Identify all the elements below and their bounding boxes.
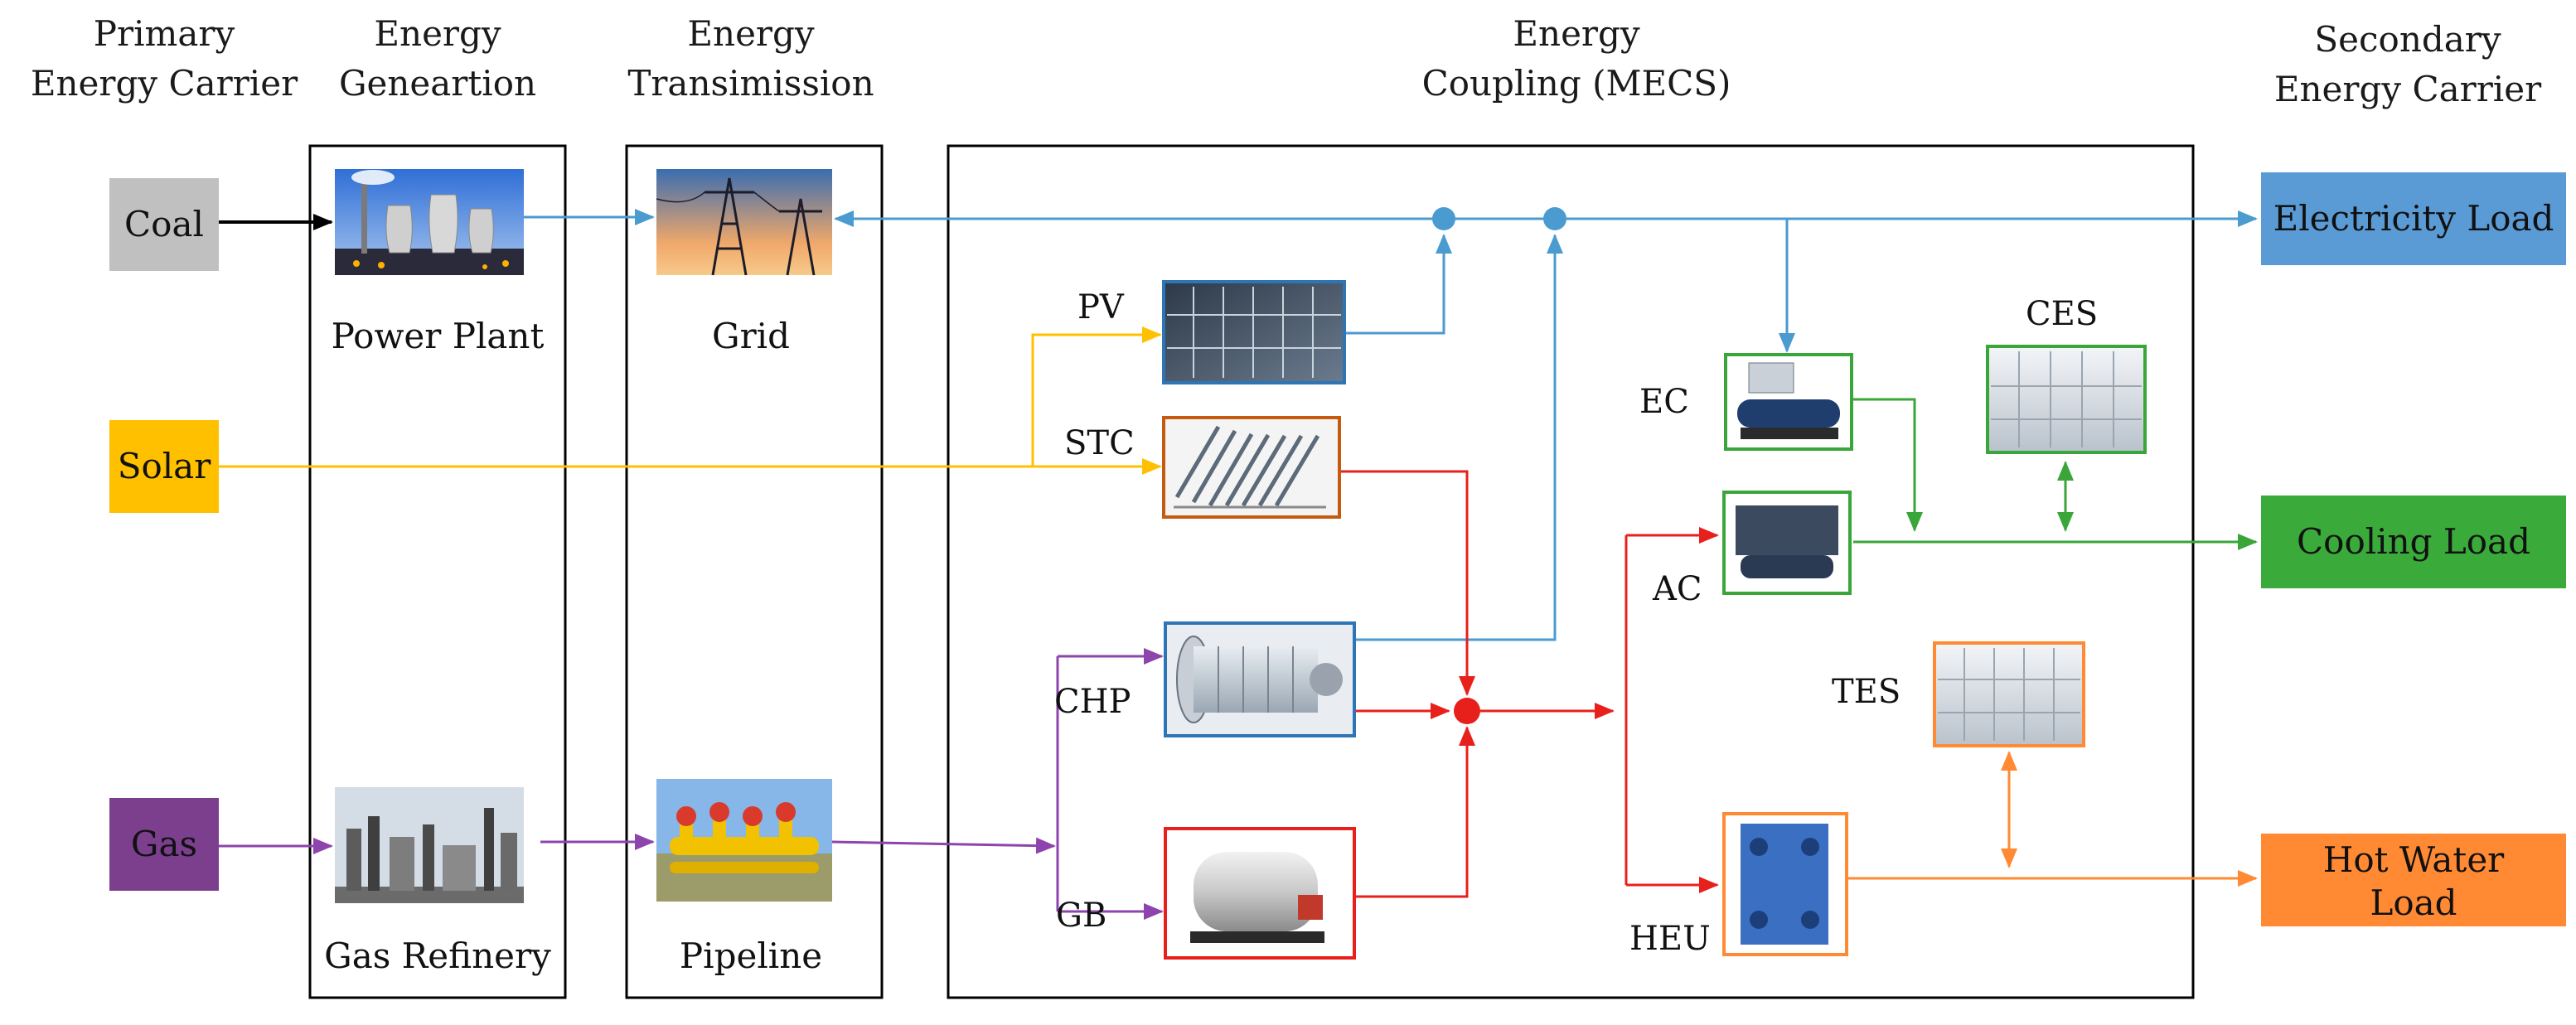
header-energy-transmission: Energy Transimission — [627, 13, 874, 104]
electricity-load-box — [2261, 172, 2566, 265]
header-transmission-line2: Transimission — [627, 63, 874, 104]
header-primary-energy-carrier: Primary Energy Carrier — [31, 13, 298, 104]
header-energy-generation: Energy Geneartion — [339, 13, 536, 104]
hot-water-load-label-line1: Hot Water — [2323, 839, 2505, 880]
stc-device — [1162, 416, 1341, 519]
electricity-node-1 — [1432, 207, 1455, 230]
solar-to-pv-arrow — [1031, 326, 1162, 467]
source-gas: Gas — [109, 798, 219, 891]
header-coupling-line1: Energy — [1513, 13, 1640, 54]
ces-label: CES — [2026, 295, 2098, 333]
pv-label: PV — [1077, 288, 1125, 326]
pv-to-bus-arrow — [1344, 234, 1452, 335]
gb-to-heat-node-arrow — [1356, 726, 1475, 898]
pipeline-label: Pipeline — [680, 936, 822, 976]
source-solar: Solar — [109, 420, 219, 513]
cooling-load-label: Cooling Load — [2297, 521, 2530, 562]
header-generation-line2: Geneartion — [339, 63, 536, 104]
ec-to-cooling-arrow — [1853, 398, 1923, 532]
header-coupling-line2: Coupling (MECS) — [1422, 63, 1731, 104]
pipeline-image — [656, 779, 832, 902]
header-energy-coupling: Energy Coupling (MECS) — [1422, 13, 1731, 104]
header-generation-line1: Energy — [374, 13, 501, 54]
header-secondary-line1: Secondary — [2314, 19, 2501, 60]
ac-device — [1722, 491, 1852, 595]
chp-device — [1164, 621, 1356, 737]
coupling-frame — [947, 144, 2195, 999]
coal-box — [109, 178, 219, 271]
header-secondary-line2: Energy Carrier — [2274, 69, 2542, 109]
coal-label: Coal — [124, 204, 204, 244]
grid-image — [656, 169, 832, 276]
cooling-load-box — [2261, 496, 2566, 588]
pv-device — [1162, 280, 1346, 384]
ec-label: EC — [1639, 383, 1689, 421]
chp-label: CHP — [1054, 683, 1131, 721]
header-transmission-line1: Energy — [687, 13, 815, 54]
gb-label: GB — [1056, 897, 1106, 935]
stc-to-heat-node-arrow — [1339, 470, 1475, 696]
generation-frame — [308, 144, 567, 999]
tes-device — [1933, 641, 2085, 747]
load-hot-water: Hot Water Load — [2261, 834, 2566, 926]
hot-water-load-label-line2: Load — [2370, 882, 2457, 923]
header-primary-line1: Primary — [94, 13, 235, 54]
ec-device — [1724, 353, 1853, 451]
grid-label: Grid — [712, 316, 790, 356]
ac-label: AC — [1652, 570, 1702, 608]
header-secondary-energy-carrier: Secondary Energy Carrier — [2274, 19, 2542, 109]
heu-device — [1722, 812, 1848, 956]
load-electricity: Electricity Load — [2261, 172, 2566, 265]
load-cooling: Cooling Load — [2261, 496, 2566, 588]
solar-label: Solar — [118, 446, 212, 486]
ces-device — [1986, 345, 2147, 454]
tes-label: TES — [1832, 673, 1901, 711]
gas-refinery-image — [335, 787, 524, 903]
heu-label: HEU — [1629, 920, 1711, 958]
gb-device — [1164, 827, 1356, 960]
pipeline-to-mecs-arrow — [831, 837, 1056, 854]
stc-label: STC — [1064, 424, 1135, 462]
chp-to-bus-arrow — [1356, 234, 1563, 641]
gas-refinery-label: Gas Refinery — [324, 936, 551, 976]
source-coal: Coal — [109, 178, 219, 271]
header-primary-line2: Energy Carrier — [31, 63, 298, 104]
gas-label: Gas — [131, 824, 197, 864]
electricity-node-2 — [1543, 207, 1566, 230]
transmission-frame — [625, 144, 884, 999]
hot-water-load-box — [2261, 834, 2566, 926]
solar-box — [109, 420, 219, 513]
electricity-load-label: Electricity Load — [2273, 198, 2554, 239]
heat-node — [1454, 698, 1480, 724]
power-plant-label: Power Plant — [332, 316, 545, 356]
gas-box — [109, 798, 219, 891]
power-plant-image — [335, 169, 524, 275]
